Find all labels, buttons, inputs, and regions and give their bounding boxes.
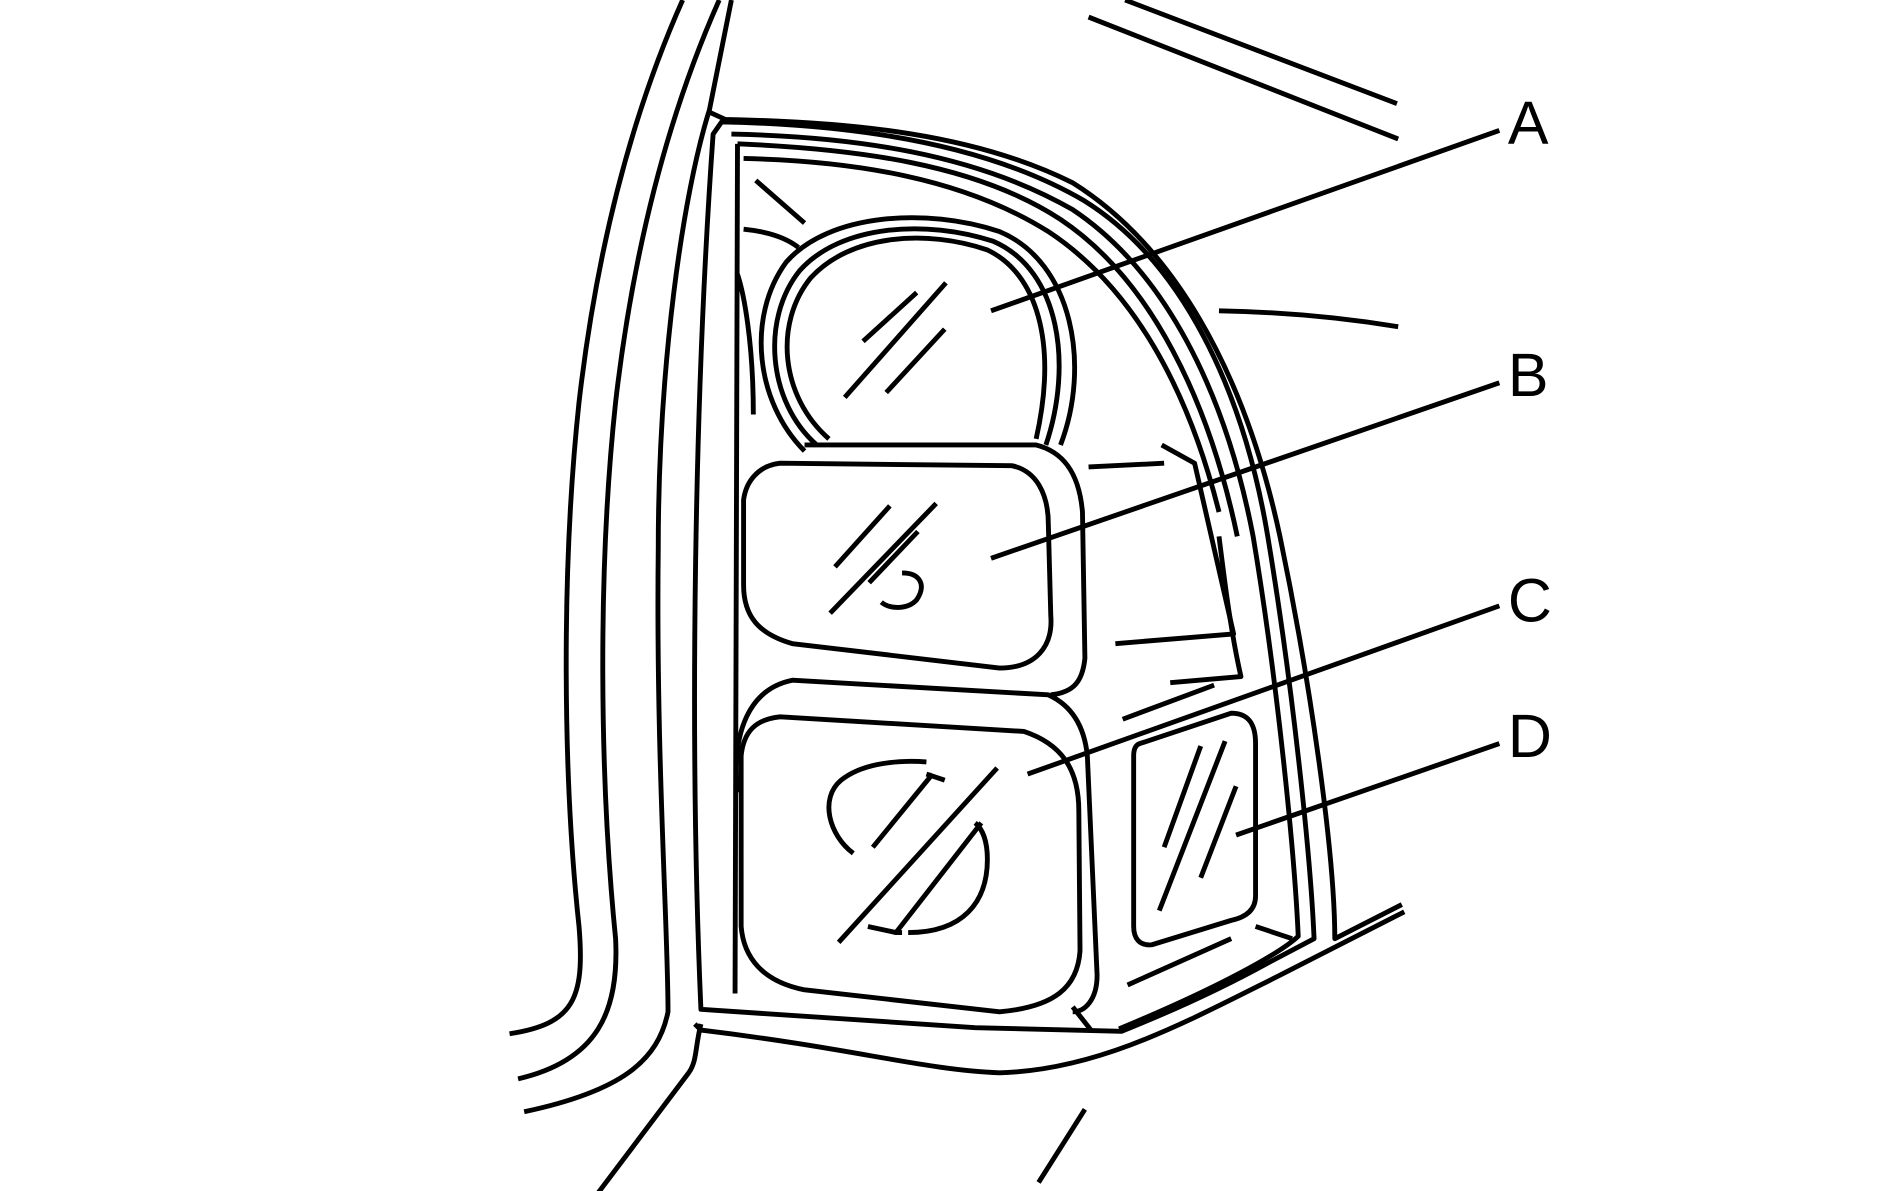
lamp-a-round-lens (758, 215, 1078, 453)
callout-labels: A B C D (1508, 89, 1552, 770)
callout-label-c: C (1508, 567, 1552, 635)
leader-line-b (990, 380, 1501, 561)
body-panel-lines (509, 0, 1400, 1191)
leader-line-d (1235, 741, 1501, 838)
lamp-housing (692, 109, 1406, 1076)
leader-line-a (990, 128, 1501, 314)
leader-line-c (1026, 603, 1501, 777)
callout-label-b: B (1508, 341, 1549, 409)
lamp-d-side-lens (1131, 710, 1258, 948)
callout-label-d: D (1508, 702, 1552, 770)
leader-lines (990, 128, 1501, 838)
lamp-c-rect-lens (733, 677, 1100, 1015)
lamp-b-rect-lens (741, 442, 1088, 698)
housing-detail-strokes (735, 178, 1293, 1032)
callout-label-a: A (1508, 89, 1549, 157)
